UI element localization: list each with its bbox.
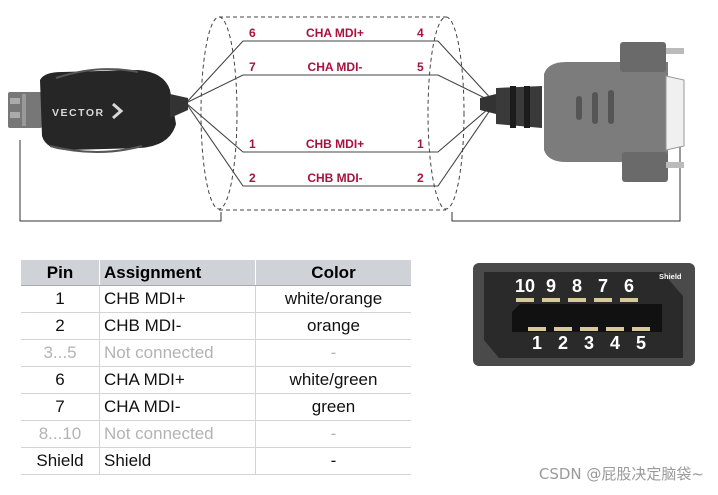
table-row: 3...5 Not connected - [21,339,411,367]
face-shield-label: Shield [659,272,682,281]
right-connector [480,42,685,182]
cell-color: white/green [255,366,411,394]
cell-pin: Shield [21,447,100,475]
cell-pin: 2 [21,312,100,340]
connector-face: 10 9 8 7 6 1 2 3 4 5 Shield [473,263,695,366]
cell-assignment: Not connected [99,420,256,448]
face-pin-label: 1 [532,333,542,353]
wire-left-pin: 1 [249,137,256,151]
cell-assignment: CHA MDI+ [99,366,256,394]
face-pin-label: 2 [558,333,568,353]
table-header-row: Pin Assignment Color [21,260,411,286]
face-pin-label: 4 [610,333,620,353]
pin-assignment-table: Pin Assignment Color 1 CHB MDI+ white/or… [21,260,411,475]
cell-pin: 1 [21,285,100,313]
cable-shield-outline [200,16,465,211]
table-row: 2 CHB MDI- orange [21,312,411,340]
table-row: 7 CHA MDI- green [21,393,411,421]
vector-logo-chevron [112,102,124,120]
cell-pin: 3...5 [21,339,100,367]
table-row: 6 CHA MDI+ white/green [21,366,411,394]
wire-right-pin: 1 [417,137,424,151]
cell-assignment: Shield [99,447,256,475]
face-pin-label: 7 [598,276,608,296]
table-row: 1 CHB MDI+ white/orange [21,285,411,313]
cell-assignment: CHB MDI- [99,312,256,340]
cell-pin: 8...10 [21,420,100,448]
cell-assignment: Not connected [99,339,256,367]
connector-face-slot [512,304,662,332]
header-color: Color [255,260,411,286]
header-assignment: Assignment [99,260,256,286]
cell-pin: 6 [21,366,100,394]
wire-signal: CHB MDI+ [306,137,364,151]
face-pin-label: 9 [546,276,556,296]
wire-signal: CHA MDI+ [306,26,364,40]
wire-left-pin: 2 [249,171,256,185]
left-strain-relief [170,94,188,118]
right-connector-top-flange [620,42,666,72]
vector-logo-text: VECTOR [52,107,105,119]
face-pin-label: 5 [636,333,646,353]
right-connector-bottom-flange [622,152,668,182]
cell-assignment: CHA MDI- [99,393,256,421]
left-connector: VECTOR [8,68,188,153]
face-pin-label: 10 [515,276,535,296]
cell-color: orange [255,312,411,340]
header-pin: Pin [21,260,100,286]
cell-color: - [255,420,411,448]
connector-face-contacts [516,298,650,331]
left-connector-body [40,70,176,150]
wire-labels: 6 CHA MDI+ 4 7 CHA MDI- 5 1 CHB MDI+ 1 2… [249,26,424,185]
cell-color: - [255,447,411,475]
left-shield-wire [19,140,222,222]
wire-left-pin: 7 [249,60,256,74]
cell-assignment: CHB MDI+ [99,285,256,313]
right-connector-dsub-shell [665,75,685,151]
face-pin-label: 8 [572,276,582,296]
cell-color: white/orange [255,285,411,313]
wire-signal: CHA MDI- [308,60,363,74]
cell-color: - [255,339,411,367]
wire-right-pin: 4 [417,26,424,40]
right-shield-wire [451,124,681,222]
cell-pin: 7 [21,393,100,421]
face-pin-label: 6 [624,276,634,296]
wire-signal: CHB MDI- [307,171,362,185]
wire-right-pin: 2 [417,171,424,185]
table-row: Shield Shield - [21,447,411,475]
table-row: 8...10 Not connected - [21,420,411,448]
right-connector-body [544,62,668,162]
signal-wires [185,40,496,187]
wire-left-pin: 6 [249,26,256,40]
wire-right-pin: 5 [417,60,424,74]
right-strain-relief [480,94,496,114]
cell-color: green [255,393,411,421]
watermark-text: CSDN @屁股决定脑袋~ [538,465,704,483]
face-pin-label: 3 [584,333,594,353]
